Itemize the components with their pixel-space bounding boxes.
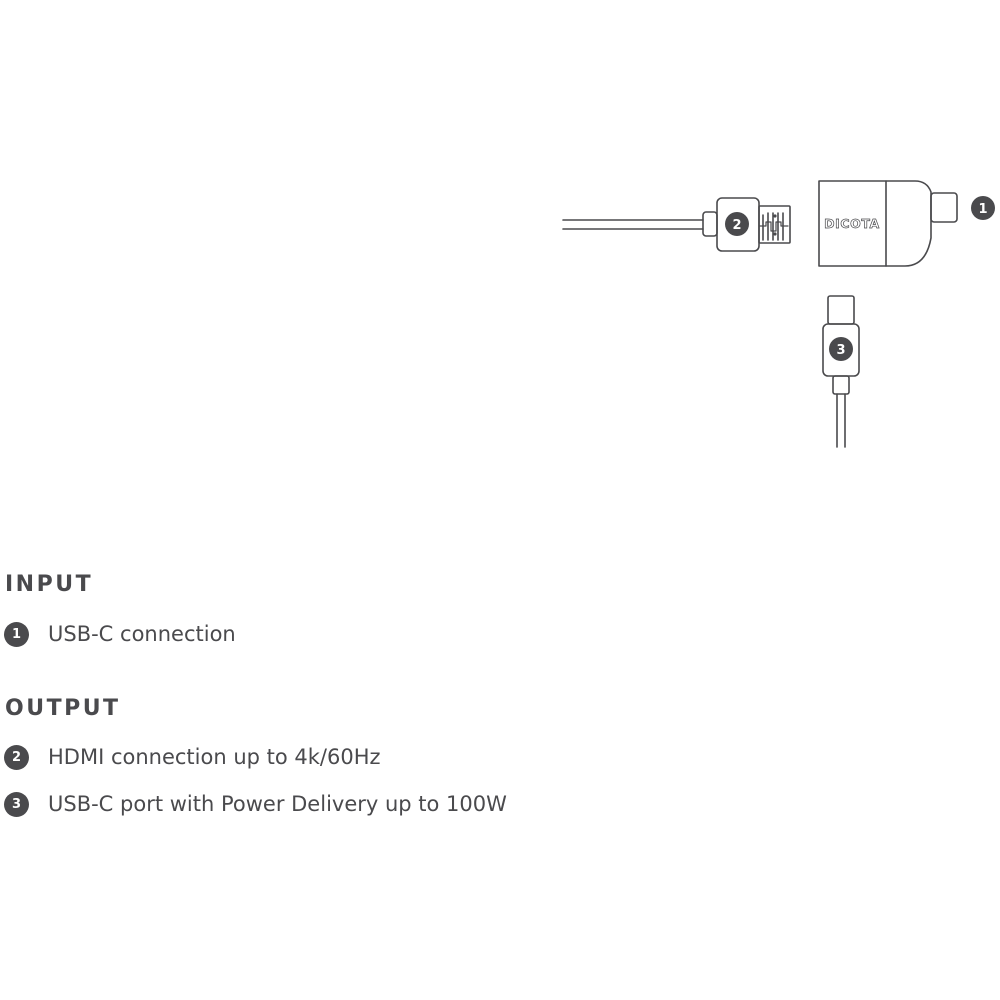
input-heading: INPUT <box>5 572 94 597</box>
number-badge: 1 <box>4 621 29 647</box>
legend-item-hdmi-connection: 2 HDMI connection up to 4k/60Hz <box>4 742 381 772</box>
callout-3-number: 3 <box>836 343 845 358</box>
adapter-body <box>818 180 932 267</box>
usb-c-input-plug <box>930 192 958 223</box>
legend-item-text: HDMI connection up to 4k/60Hz <box>48 745 381 769</box>
callout-1-number: 1 <box>978 202 987 217</box>
hdmi-strain-relief <box>702 211 718 237</box>
hdmi-cable <box>562 219 704 230</box>
callout-2-number: 2 <box>732 218 741 233</box>
callout-3: 3 <box>829 337 853 361</box>
callout-1: 1 <box>971 196 995 220</box>
output-heading: OUTPUT <box>5 696 121 721</box>
usb-c-output-cable <box>822 295 860 448</box>
hdmi-connector-tip <box>758 205 791 244</box>
callout-2: 2 <box>725 212 749 236</box>
adapter-diagram: DICOTA 1 2 3 <box>562 180 995 448</box>
legend-item-usb-c-connection: 1 USB-C connection <box>4 619 236 649</box>
legend-item-text: USB-C port with Power Delivery up to 100… <box>48 792 507 816</box>
number-badge: 3 <box>4 791 29 817</box>
brand-label: DICOTA <box>824 216 880 231</box>
legend-item-usb-c-power-delivery: 3 USB-C port with Power Delivery up to 1… <box>4 789 507 819</box>
legend-item-text: USB-C connection <box>48 622 236 646</box>
number-badge: 2 <box>4 744 29 770</box>
